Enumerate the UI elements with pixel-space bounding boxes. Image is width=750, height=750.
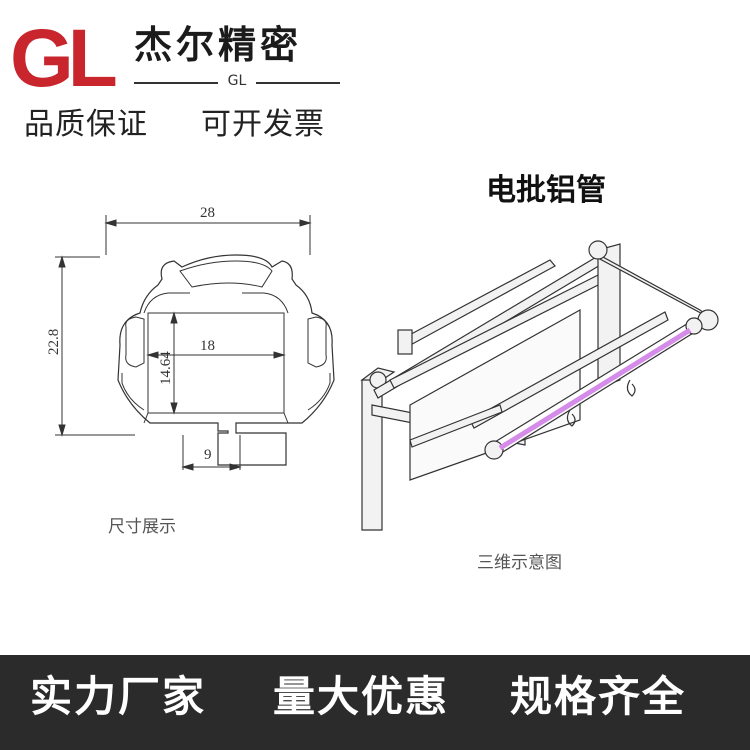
tagline-quality: 品质保证 (24, 107, 148, 142)
profile-left-curve (121, 373, 145, 411)
hook (626, 379, 636, 397)
brand-code: GL (217, 73, 257, 89)
dim-label-slot: 9 (204, 447, 212, 463)
profile-lip (143, 412, 149, 424)
hook (566, 409, 576, 427)
dim-label-height: 22.8 (46, 329, 62, 355)
arrow (58, 424, 66, 437)
profile-inner-hollow (147, 312, 285, 414)
brand-code-wrap: GL (134, 73, 340, 89)
brand-name: 杰尔精密 (134, 23, 303, 67)
dimension-caption: 尺寸展示 (108, 517, 176, 537)
arrow (299, 219, 312, 227)
banner-item-specs: 规格齐全 (510, 672, 687, 721)
profile-right-curve (307, 373, 331, 411)
highlight-pink-tube (498, 327, 692, 451)
tagline-invoice: 可开发票 (201, 107, 325, 142)
profile-lip (283, 412, 289, 424)
profile-inner-arc (242, 292, 289, 314)
banner-item-factory: 实力厂家 (30, 672, 207, 721)
profile-right-slot (307, 316, 327, 368)
frame-left-post (361, 374, 383, 531)
arrow (146, 351, 159, 359)
dim-label-inner-height: 14.64 (158, 351, 174, 385)
arrow (104, 219, 117, 227)
product-title: 电批铝管 (486, 173, 606, 208)
brand-logo-letters: GL (10, 14, 116, 96)
track-upper (469, 311, 669, 429)
profile-inner-arc (143, 292, 190, 314)
arrow (170, 311, 178, 324)
footer-banner (0, 655, 750, 750)
arrow (170, 402, 178, 415)
track-diag (409, 404, 503, 448)
arrow (58, 255, 66, 268)
dimension-drawing: 28 22.8 18 14.64 9 (46, 205, 335, 471)
profile-top-channel (179, 260, 273, 288)
profile-left-slot (125, 316, 145, 368)
bar-front-joint (484, 440, 504, 460)
brand-logo: GL (10, 14, 122, 96)
frame-right-joint (588, 240, 608, 260)
iso-caption: 三维示意图 (477, 553, 562, 573)
iso-drawing (360, 240, 719, 531)
dim-label-width: 28 (200, 205, 215, 221)
banner-item-discount: 量大优惠 (273, 672, 450, 721)
arrow (273, 351, 286, 359)
profile-outer (117, 254, 335, 466)
tool-head (397, 329, 413, 355)
dim-label-inner-width: 18 (200, 338, 215, 354)
inner-panel (409, 308, 581, 481)
arrow (229, 463, 242, 471)
arrow (181, 463, 194, 471)
